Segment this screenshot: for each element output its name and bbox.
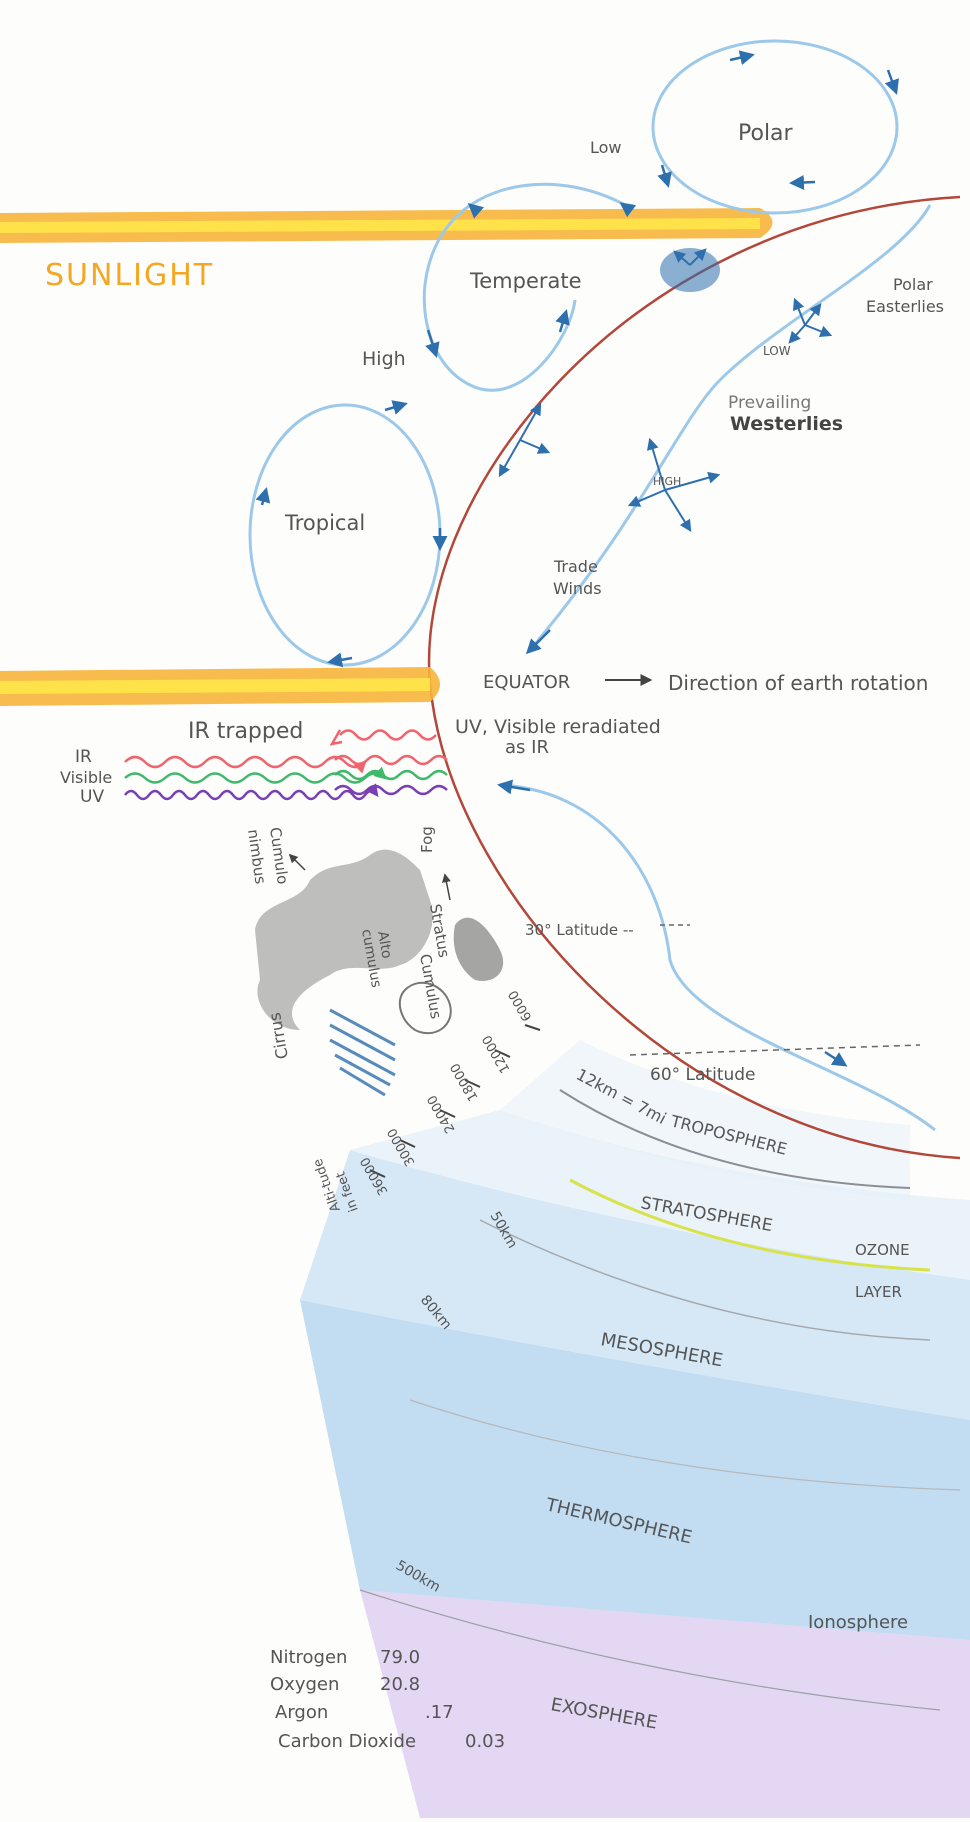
cloud-sketches bbox=[255, 849, 504, 1097]
uv-wave bbox=[124, 783, 379, 801]
stratosphere-band bbox=[350, 1110, 970, 1280]
temperate-cell bbox=[422, 182, 626, 392]
atmosphere-layers bbox=[300, 1040, 970, 1818]
altitude-ticks bbox=[369, 1024, 541, 1178]
tropopause-line bbox=[559, 1089, 911, 1189]
reradiated-wave bbox=[334, 754, 448, 766]
tropical-cell-label: Tropical bbox=[284, 511, 365, 535]
cumulonimbus-cloud bbox=[255, 849, 433, 1030]
low-pressure-label: LOW bbox=[763, 344, 791, 358]
low-top-label: Low bbox=[590, 138, 622, 157]
ozone-label-1: OZONE bbox=[855, 1241, 910, 1259]
polar-cell bbox=[651, 39, 899, 215]
cirrus-streaks bbox=[329, 1008, 396, 1097]
polar-easterlies-flow bbox=[528, 204, 932, 651]
lat60-dash bbox=[629, 1044, 921, 1056]
thermosphere-band bbox=[300, 1300, 970, 1640]
troposphere-band bbox=[500, 1040, 910, 1200]
equator-label: EQUATOR bbox=[483, 672, 570, 693]
sunlight-label: SUNLIGHT bbox=[45, 258, 214, 293]
ionosphere-label: Ionosphere bbox=[808, 1612, 908, 1633]
polar-easterlies-label-2: Easterlies bbox=[866, 297, 944, 316]
polar-cell-label: Polar bbox=[738, 121, 794, 146]
ir-trapped-wave bbox=[339, 729, 437, 741]
fog-label: Fog bbox=[418, 826, 436, 853]
westerlies-label: Westerlies bbox=[730, 413, 843, 435]
ir-trapped-label: IR trapped bbox=[188, 719, 303, 744]
altitude-6000: 6000 bbox=[506, 987, 536, 1023]
reradiated-label-2: as IR bbox=[505, 737, 549, 758]
ozone-layer-line bbox=[569, 1178, 931, 1272]
gas-value: 20.8 bbox=[380, 1674, 420, 1695]
trade-winds-label-2: Winds bbox=[553, 579, 602, 598]
circulation-arrows bbox=[255, 50, 899, 1067]
ozone-label-2: LAYER bbox=[855, 1283, 902, 1301]
low-pressure-blot bbox=[660, 248, 720, 292]
gas-name: Argon bbox=[275, 1702, 328, 1723]
uv-label: UV bbox=[80, 787, 104, 807]
trade-winds-label-1: Trade bbox=[553, 557, 598, 576]
pressure-markers bbox=[498, 248, 833, 533]
high-left-label: High bbox=[362, 348, 406, 370]
sunlight-beams bbox=[0, 208, 773, 706]
gas-value: 79.0 bbox=[380, 1647, 420, 1668]
high-pressure-label: HIGH bbox=[653, 475, 681, 488]
prevailing-label: Prevailing bbox=[728, 393, 811, 413]
fog-stratus-cloud bbox=[453, 917, 504, 981]
radiation-waves bbox=[124, 729, 448, 801]
cumulonimbus-label-2: nimbus bbox=[244, 828, 270, 885]
polar-easterlies-label-1: Polar bbox=[893, 275, 933, 294]
sunlight-beam-equator-core bbox=[0, 678, 430, 694]
visible-label: Visible bbox=[60, 768, 112, 787]
stratopause-line bbox=[479, 1219, 931, 1341]
sunlight-beam-top-core bbox=[0, 218, 760, 233]
cumulus-label: Cumulus bbox=[416, 953, 445, 1021]
mesopause-line bbox=[409, 1399, 961, 1491]
temperate-cell-label: Temperate bbox=[469, 269, 582, 293]
lat30-label: 30° Latitude -- bbox=[525, 921, 634, 939]
altitude-18000: 18000 bbox=[448, 1060, 482, 1103]
cumulonimbus-label-1: Cumulo bbox=[266, 826, 292, 885]
reradiated-label-1: UV, Visible reradiated bbox=[455, 716, 661, 738]
ir-wave bbox=[124, 755, 367, 774]
altocumulus-label-1: Alto bbox=[374, 930, 395, 960]
ir-label: IR bbox=[75, 747, 92, 767]
gas-value: 0.03 bbox=[465, 1731, 505, 1752]
altocumulus-cloud bbox=[398, 981, 452, 1035]
exosphere-band bbox=[360, 1590, 970, 1818]
gas-composition-table: Nitrogen 79.0 Oxygen 20.8 Argon .17 Carb… bbox=[270, 1647, 505, 1752]
lower-circulation-flow bbox=[499, 783, 936, 1132]
gas-name: Oxygen bbox=[270, 1674, 339, 1695]
gas-value: .17 bbox=[425, 1702, 454, 1723]
gas-name: Nitrogen bbox=[270, 1647, 347, 1668]
thermopause-line bbox=[359, 1589, 941, 1711]
lat60-label: 60° Latitude bbox=[650, 1065, 756, 1085]
visible-wave bbox=[124, 766, 387, 784]
tropical-cell bbox=[248, 403, 442, 667]
gas-name: Carbon Dioxide bbox=[278, 1731, 416, 1752]
altitude-12000: 12000 bbox=[480, 1032, 514, 1075]
rotation-label: Direction of earth rotation bbox=[668, 671, 928, 695]
